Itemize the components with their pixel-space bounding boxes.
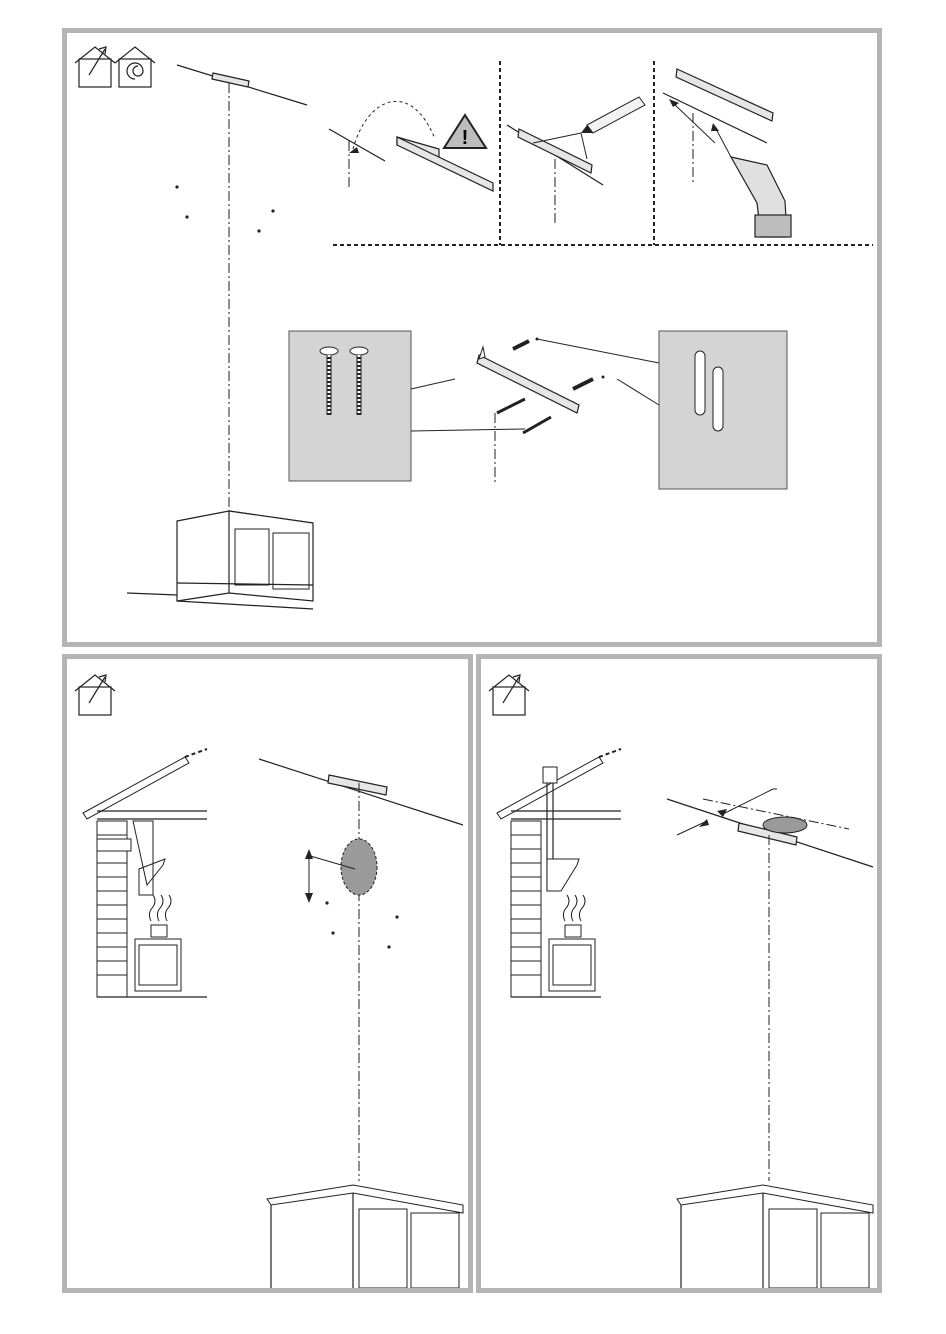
warning-icon: ! bbox=[444, 115, 486, 149]
step-3-drilling bbox=[663, 69, 791, 237]
ceiling-with-hole bbox=[667, 789, 873, 1181]
house-cross-section bbox=[497, 749, 621, 997]
screws-detail-box bbox=[289, 331, 525, 481]
wall-cabinets bbox=[267, 1185, 463, 1288]
step-2-marking bbox=[507, 97, 645, 223]
rail-assembly bbox=[477, 338, 605, 484]
wall-cabinets bbox=[127, 511, 313, 609]
duct-out-icon bbox=[75, 47, 115, 87]
house-cross-section bbox=[83, 749, 207, 997]
duct-out-icon bbox=[75, 675, 115, 715]
top-panel: ! bbox=[62, 28, 882, 647]
step-1-warning: ! bbox=[329, 101, 493, 191]
warning-mark: ! bbox=[462, 127, 469, 149]
mounting-rail bbox=[212, 73, 249, 87]
ceiling-with-hole bbox=[259, 759, 463, 1181]
bottom-left-drawing bbox=[67, 659, 468, 1288]
reference-dots bbox=[175, 185, 274, 232]
duct-out-icon bbox=[489, 675, 529, 715]
recirculation-icon bbox=[115, 47, 155, 87]
top-panel-drawing: ! bbox=[67, 33, 877, 642]
bottom-left-panel bbox=[62, 654, 473, 1293]
bottom-right-drawing bbox=[481, 659, 877, 1288]
wall-cabinets bbox=[677, 1185, 873, 1288]
brick-wall bbox=[511, 821, 541, 997]
bottom-right-panel bbox=[476, 654, 882, 1293]
